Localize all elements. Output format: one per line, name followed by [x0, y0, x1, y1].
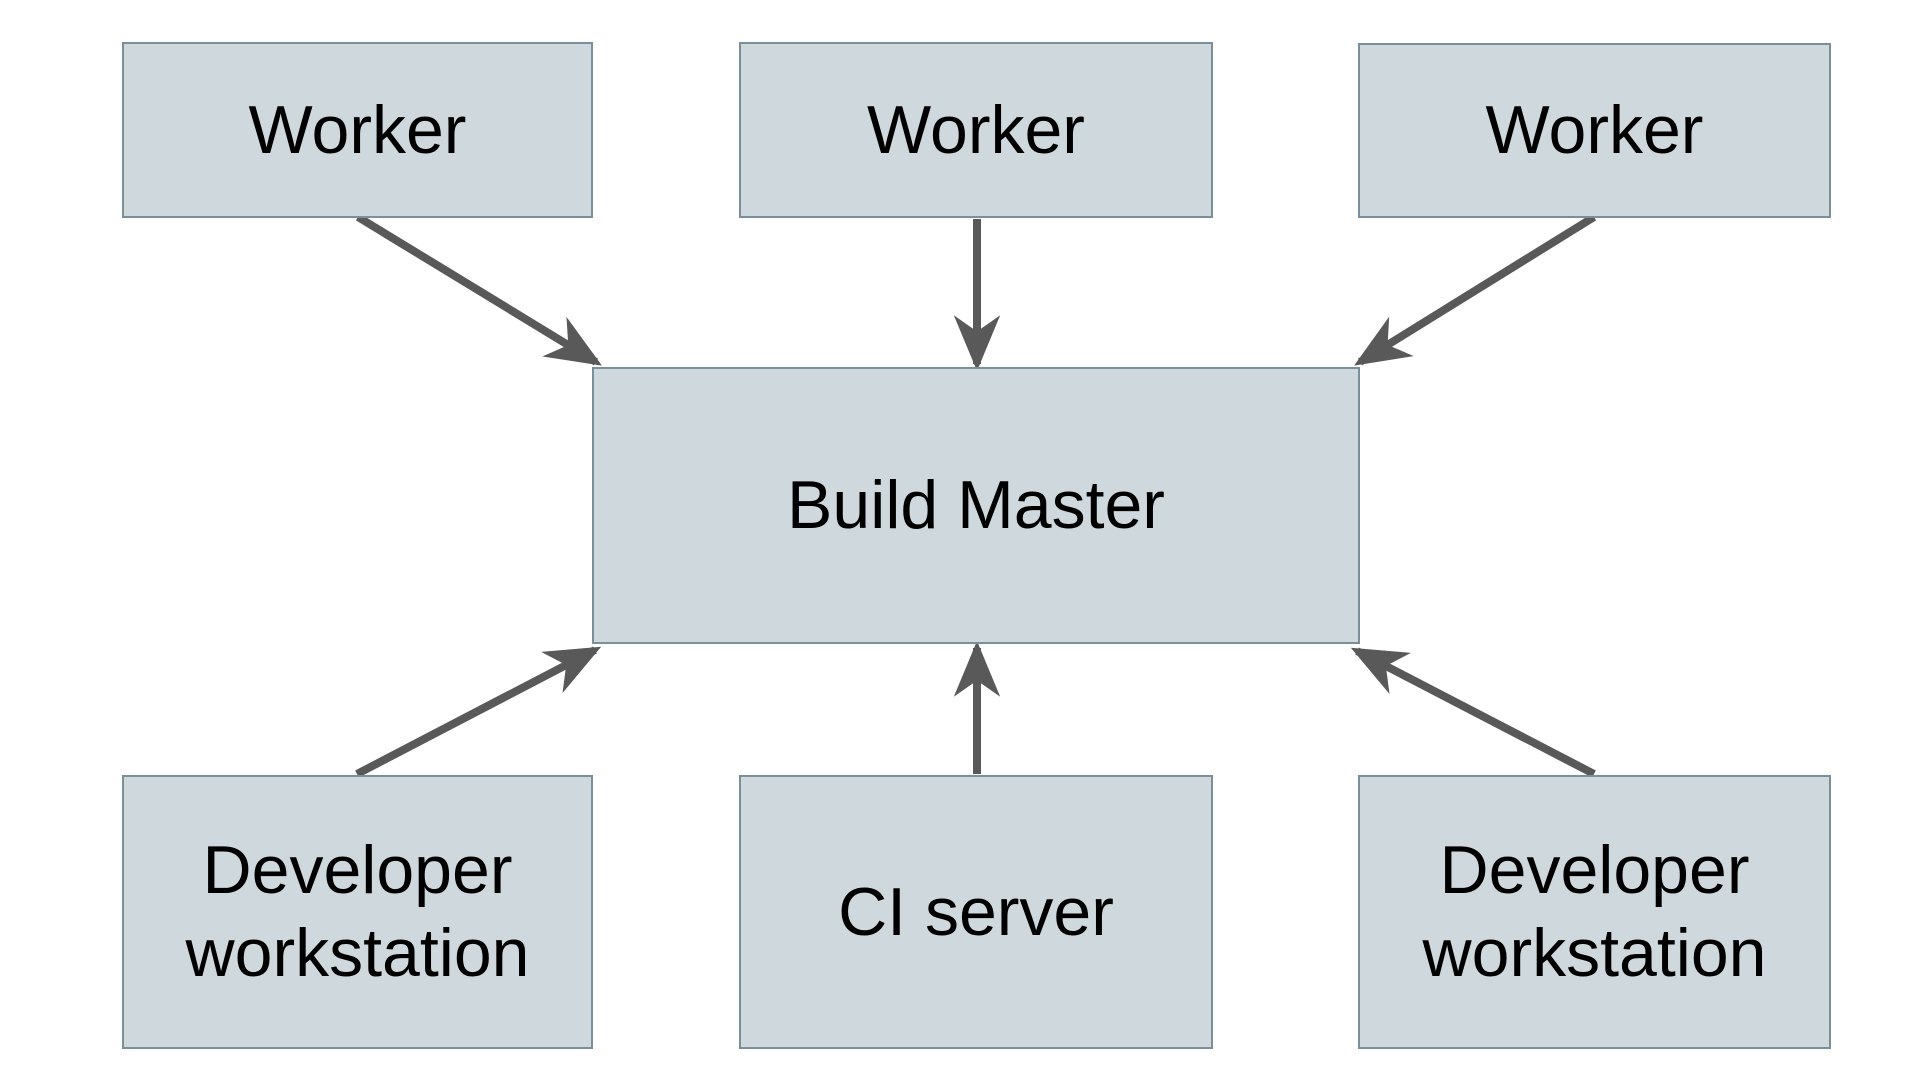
node-developer-workstation-right: Developer workstation	[1358, 775, 1831, 1049]
node-ci-server: CI server	[739, 775, 1213, 1049]
node-worker-3-label: Worker	[1485, 92, 1704, 169]
node-developer-workstation-left-label: Developer workstation	[185, 832, 530, 991]
node-build-master: Build Master	[592, 367, 1360, 644]
arrow-developer-workstation-left-to-build-master	[355, 646, 602, 778]
node-worker-1: Worker	[122, 42, 593, 218]
node-worker-2-label: Worker	[867, 91, 1085, 168]
node-ci-server-label: CI server	[838, 873, 1114, 950]
node-build-master-label: Build Master	[787, 467, 1165, 544]
node-developer-workstation-right-label: Developer workstation	[1422, 832, 1767, 991]
arrow-developer-workstation-right-to-build-master	[1350, 647, 1596, 778]
node-worker-3: Worker	[1358, 43, 1831, 218]
arrow-worker-3-to-build-master	[1354, 213, 1597, 366]
node-worker-1-label: Worker	[248, 91, 467, 168]
node-developer-workstation-left: Developer workstation	[122, 775, 593, 1049]
arrow-worker-1-to-build-master	[355, 213, 602, 366]
node-worker-2: Worker	[739, 42, 1213, 218]
